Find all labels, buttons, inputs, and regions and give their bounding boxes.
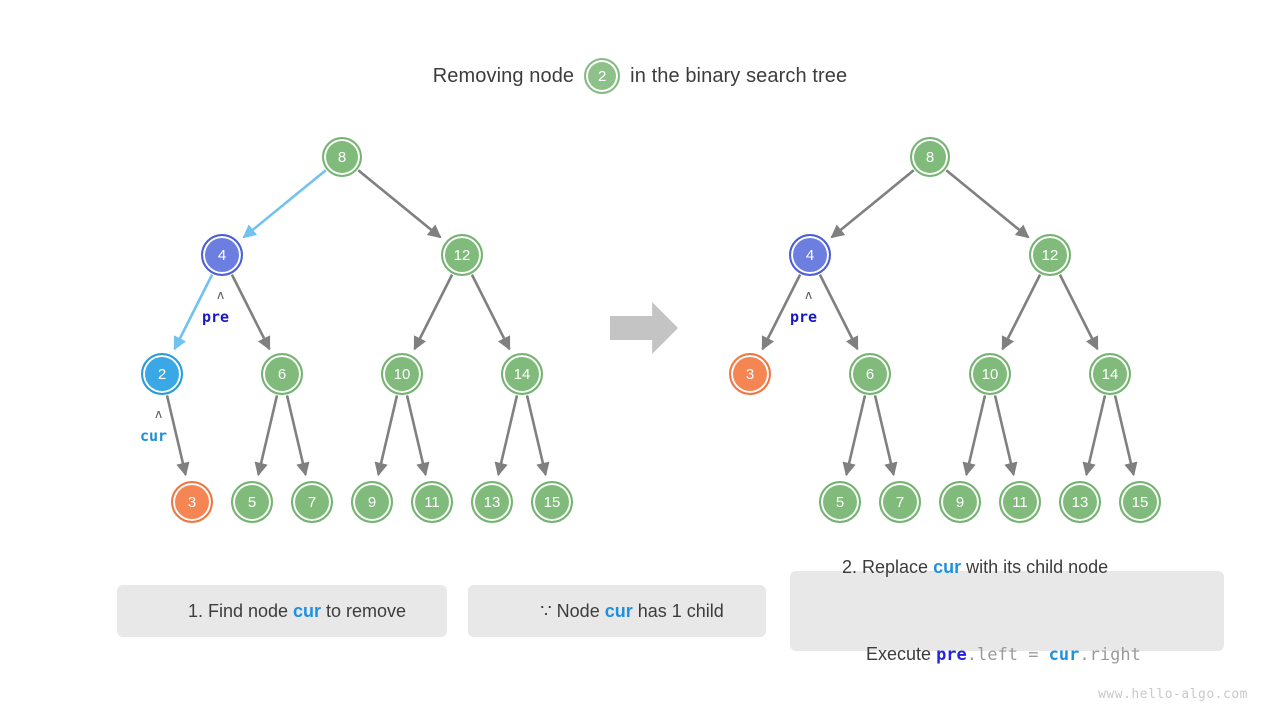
caption1-keyword-cur: cur: [293, 600, 322, 621]
tree-node-7[interactable]: 7: [291, 481, 333, 523]
pointer-caret-icon: ʌ: [805, 288, 813, 302]
tree-node-6[interactable]: 6: [849, 353, 891, 395]
tree-edge: [254, 395, 279, 477]
caption2-index: 2.: [842, 556, 863, 577]
watermark: www.hello-algo.com: [1098, 687, 1248, 702]
tree-edge: [962, 395, 987, 477]
pointer-caret-icon: ʌ: [217, 288, 225, 302]
tree-edge: [494, 395, 519, 477]
caption2-keyword-pre: pre: [936, 644, 967, 665]
caption-step-2: 2. Replace cur with its child node Execu…: [790, 557, 1224, 665]
tree-edge: [830, 169, 915, 239]
page-title: Removing node 2 in the binary search tre…: [0, 56, 1280, 96]
tree-node-9[interactable]: 9: [351, 481, 393, 523]
tree-edge: [761, 274, 802, 351]
tree-node-14[interactable]: 14: [1089, 353, 1131, 395]
tree-node-2[interactable]: 2: [141, 353, 183, 395]
caption-reason-symbol: ∵: [540, 600, 557, 621]
caption-step-1: 1. Find node cur to remove: [117, 585, 447, 637]
caption2-keyword-cur-2: cur: [1048, 644, 1080, 665]
caption1-text-a: Find node: [207, 600, 294, 621]
tree-edge: [165, 395, 190, 477]
tree-edge: [242, 169, 327, 239]
tree-node-3[interactable]: 3: [729, 353, 771, 395]
right-tree-edges: [761, 169, 1138, 477]
tree-edge: [1001, 274, 1042, 351]
caption-reason-text-a: Node: [556, 600, 605, 621]
tree-node-3[interactable]: 3: [171, 481, 213, 523]
title-suffix: in the binary search tree: [630, 64, 848, 87]
caption2-mono-right: .right: [1079, 644, 1141, 665]
pointer-caret-icon: ʌ: [155, 407, 163, 421]
title-node-badge: 2: [584, 58, 621, 94]
pointer-label-pre: pre: [202, 308, 230, 326]
right-arrow-icon: [610, 302, 678, 354]
tree-node-13[interactable]: 13: [1059, 481, 1101, 523]
right-arrow-icon: [610, 302, 678, 354]
tree-node-14[interactable]: 14: [501, 353, 543, 395]
tree-node-8[interactable]: 8: [322, 137, 362, 177]
tree-node-6[interactable]: 6: [261, 353, 303, 395]
tree-edge: [1082, 395, 1107, 477]
caption1-index: 1.: [187, 600, 208, 621]
caption-reason-text-b: has 1 child: [632, 600, 724, 621]
caption-reason-keyword-cur: cur: [604, 600, 633, 621]
caption2-mono-left: .left =: [966, 644, 1049, 665]
tree-node-10[interactable]: 10: [381, 353, 423, 395]
tree-edge: [413, 274, 454, 351]
caption2-keyword-cur: cur: [933, 556, 962, 577]
tree-edge: [842, 395, 867, 477]
tree-node-12[interactable]: 12: [1029, 234, 1071, 276]
tree-edge: [1058, 274, 1099, 351]
caption-reason: ∵ Node cur has 1 child: [468, 585, 766, 637]
tree-node-11[interactable]: 11: [411, 481, 453, 523]
tree-node-15[interactable]: 15: [531, 481, 573, 523]
tree-node-4[interactable]: 4: [201, 234, 243, 276]
tree-node-9[interactable]: 9: [939, 481, 981, 523]
tree-node-15[interactable]: 15: [1119, 481, 1161, 523]
left-tree-edges: [165, 169, 550, 477]
tree-edge: [470, 274, 511, 351]
tree-node-5[interactable]: 5: [819, 481, 861, 523]
tree-edge: [1113, 395, 1138, 477]
tree-edge: [357, 169, 442, 239]
tree-node-8[interactable]: 8: [910, 137, 950, 177]
tree-node-13[interactable]: 13: [471, 481, 513, 523]
pointer-label-cur: cur: [140, 427, 168, 445]
tree-node-11[interactable]: 11: [999, 481, 1041, 523]
tree-edge: [945, 169, 1030, 239]
tree-edge: [525, 395, 550, 477]
tree-node-5[interactable]: 5: [231, 481, 273, 523]
caption2-line2-a: Execute: [866, 643, 937, 664]
tree-node-10[interactable]: 10: [969, 353, 1011, 395]
tree-edge: [818, 274, 859, 351]
tree-edge: [374, 395, 399, 477]
title-prefix: Removing node: [432, 64, 575, 87]
tree-node-4[interactable]: 4: [789, 234, 831, 276]
tree-edge: [230, 274, 271, 351]
pointer-label-pre: pre: [790, 308, 818, 326]
caption2-line1-b: with its child node: [961, 556, 1109, 577]
tree-edge: [173, 274, 214, 351]
tree-edge: [285, 395, 310, 477]
caption2-line1-a: Replace: [862, 556, 934, 577]
tree-node-7[interactable]: 7: [879, 481, 921, 523]
caption1-text-b: to remove: [321, 600, 407, 621]
tree-edge: [993, 395, 1018, 477]
tree-node-12[interactable]: 12: [441, 234, 483, 276]
tree-edge: [405, 395, 430, 477]
tree-edge: [873, 395, 898, 477]
